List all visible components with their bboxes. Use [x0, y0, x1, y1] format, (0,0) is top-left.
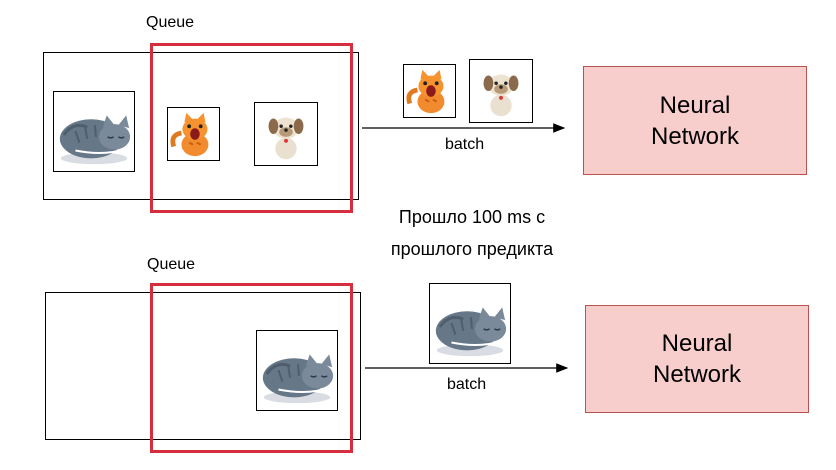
top-batch-window [150, 43, 353, 213]
top-queue-cat-tile [53, 91, 135, 172]
cat-orange-icon [170, 112, 209, 157]
top-queue-box [43, 52, 359, 200]
top-neural-network-box: Neural Network [583, 66, 807, 175]
bottom-batch-cat-tile [429, 283, 511, 364]
bottom-batch-label: batch [447, 376, 487, 393]
timeout-note: Прошло 100 ms с прошлого предикта [362, 201, 582, 265]
cat-sleeping-icon [59, 115, 131, 165]
bottom-queue-box [45, 292, 361, 440]
bottom-neural-network-box: Neural Network [585, 305, 809, 413]
timeout-note-line2: прошлого предикта [390, 239, 554, 259]
cat-sleeping-icon [262, 354, 334, 404]
bottom-batch-window [150, 283, 353, 453]
bottom-queue-cat-tile [256, 330, 338, 411]
top-queue-label: Queue [146, 14, 195, 31]
bottom-neural-network-label: Neural Network [652, 330, 742, 388]
dog-pug-icon [268, 117, 304, 160]
timeout-note-line1: Прошло 100 ms с [398, 207, 546, 227]
cat-orange-icon [406, 69, 445, 114]
top-queue-dog-tile [254, 102, 318, 166]
top-batch-dog-tile [469, 59, 533, 123]
top-batch-label: batch [445, 136, 485, 153]
dog-pug-icon [483, 74, 519, 117]
top-batch-orange-cat-tile [403, 64, 456, 118]
cat-sleeping-icon [435, 307, 507, 357]
top-neural-network-label: Neural Network [650, 91, 740, 150]
top-queue-orange-cat-tile [167, 107, 220, 161]
bottom-queue-label: Queue [147, 256, 196, 273]
